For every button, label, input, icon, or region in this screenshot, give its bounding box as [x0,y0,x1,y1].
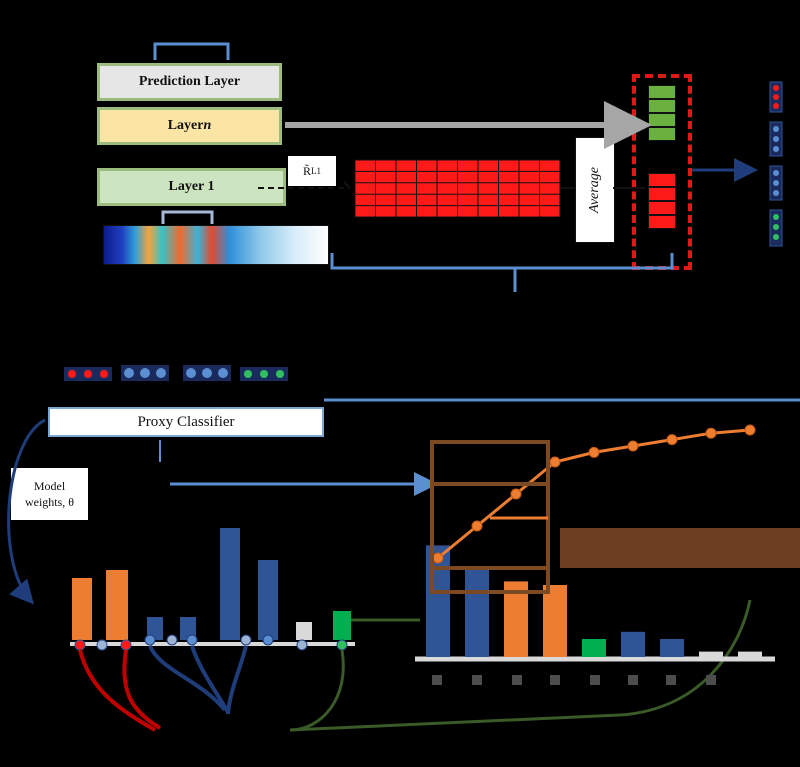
chart-line-point [627,440,639,452]
curved-arrow-icon [7,418,46,605]
layer-n: Layer n [97,107,282,145]
chart-line-point [510,488,522,500]
chart-line-point [588,446,600,458]
red-embedding-stack [648,173,676,229]
chart-bar [660,639,684,657]
proxy-classifier-label: Proxy Classifier [137,413,235,430]
representation-subscript: L1 [311,166,321,176]
chart-bar [699,651,723,657]
prediction-layer-label: Prediction Layer [138,74,241,89]
chart-line-point [666,434,678,446]
spectrogram-input [103,225,329,265]
chart-bar [738,651,762,657]
representation-symbol: R̃ [302,163,311,178]
red-cell [648,201,676,215]
red-feature-grid [354,159,561,218]
proxy-classifier-box: Proxy Classifier [48,407,324,437]
chart-line-point [471,520,483,532]
chart-cumulative-line [432,424,756,564]
feedback-bracket [330,253,674,270]
top-dot-chains [64,365,288,381]
chart-line-point [549,456,561,468]
chart-line-point [432,552,444,564]
right-dot-chains [769,81,783,247]
red-cell [648,187,676,201]
chart-bar [582,639,606,657]
prediction-layer: Prediction Layer [97,63,282,101]
chart-bars [426,545,762,657]
chart-bar [621,631,645,657]
output-bracket [153,42,230,60]
model-weights-line2: weights, θ [24,495,75,509]
chart-x-ticks [432,675,716,685]
layer-1-label: Layer 1 [168,179,215,194]
red-cell [648,215,676,229]
chart-line-point [705,427,717,439]
left-bar-cluster [70,528,752,732]
average-box: Average [575,137,615,243]
green-cell [648,85,676,99]
model-weights-line1: Model [33,479,66,493]
zoom-bracket [430,440,800,594]
layer-n-var: n [203,118,212,133]
layer-1: Layer 1 [97,168,286,206]
input-bracket [161,210,214,224]
representation-label: R̃L1 [288,156,336,186]
chart-line-point [744,424,756,436]
chart-bar [465,567,489,657]
model-weights-label: Model weights, θ [11,468,88,520]
chart-bar [543,585,567,657]
layer-n-label: Layer [167,118,204,133]
red-cell [648,173,676,187]
